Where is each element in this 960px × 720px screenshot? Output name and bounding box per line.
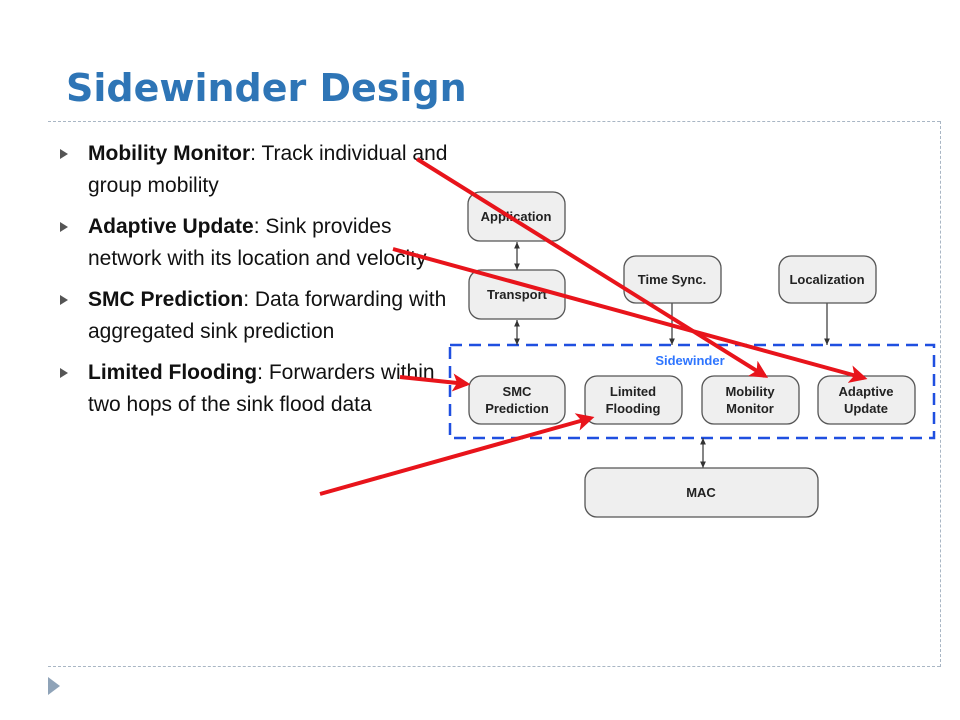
bullet-separator: : [257,361,263,384]
bullet-arrow-icon [60,368,68,378]
box-smc-prediction-line2: Prediction [485,401,549,416]
box-localization: Localization [778,255,877,304]
footer-divider [48,666,940,667]
box-transport: Transport [468,269,566,320]
bullet-term: SMC Prediction [88,288,244,311]
bullet-item: Mobility Monitor: Track individual and g… [60,138,450,202]
box-limited-flooding: Limited Flooding [584,375,683,425]
box-time-sync-label: Time Sync. [638,272,706,287]
title-divider [48,121,940,122]
box-adaptive-update-line1: Adaptive [839,384,894,399]
box-mobility-monitor-line1: Mobility [725,384,775,399]
box-limited-flooding-line2: Flooding [606,401,661,416]
bullet-item: Adaptive Update: Sink provides network w… [60,211,450,275]
box-mac: MAC [584,467,819,518]
box-localization-label: Localization [789,272,864,287]
box-application-label: Application [481,209,552,224]
bullet-item: Limited Flooding: Forwarders within two … [60,357,450,421]
bullet-text: Sink provides network with its location … [88,215,427,270]
bullet-text: Data forwarding with aggregated sink pre… [88,288,447,343]
bullet-term: Adaptive Update [88,215,254,238]
bullet-separator: : [253,215,260,238]
sidewinder-group-label: Sidewinder [655,353,724,368]
box-smc-prediction-line1: SMC [503,384,533,399]
bullet-text: Track individual and group mobility [88,142,448,197]
slide-right-divider [940,121,941,667]
callout-arrow-smc-prediction [399,373,471,392]
box-mobility-monitor: Mobility Monitor [701,375,800,425]
sidewinder-group-border [448,343,936,440]
box-transport-label: Transport [487,287,548,302]
bullet-arrow-icon [60,149,68,159]
bullet-list: Mobility Monitor: Track individual and g… [60,138,450,430]
callout-arrow-adaptive-update [392,247,868,383]
bullet-term: Limited Flooding [88,361,258,384]
bullet-item: SMC Prediction: Data forwarding with agg… [60,284,450,348]
bullet-separator: : [250,142,256,165]
bullet-arrow-icon [60,222,68,232]
bullet-arrow-icon [60,295,68,305]
bullet-separator: : [243,288,250,311]
bullet-text: Forwarders within two hops of the sink f… [88,361,435,416]
box-limited-flooding-line1: Limited [610,384,656,399]
box-mac-label: MAC [686,485,716,500]
box-adaptive-update-line2: Update [844,401,888,416]
box-smc-prediction: SMC Prediction [468,375,566,425]
footer-triangle-icon [48,677,60,695]
bullet-term: Mobility Monitor [88,142,251,165]
box-mobility-monitor-line2: Monitor [726,401,774,416]
box-time-sync: Time Sync. [623,255,722,304]
box-adaptive-update: Adaptive Update [817,375,916,425]
callout-arrow-mobility-monitor [415,157,769,378]
callout-arrow-limited-flooding [319,413,595,496]
slide-title: Sidewinder Design [66,66,467,110]
